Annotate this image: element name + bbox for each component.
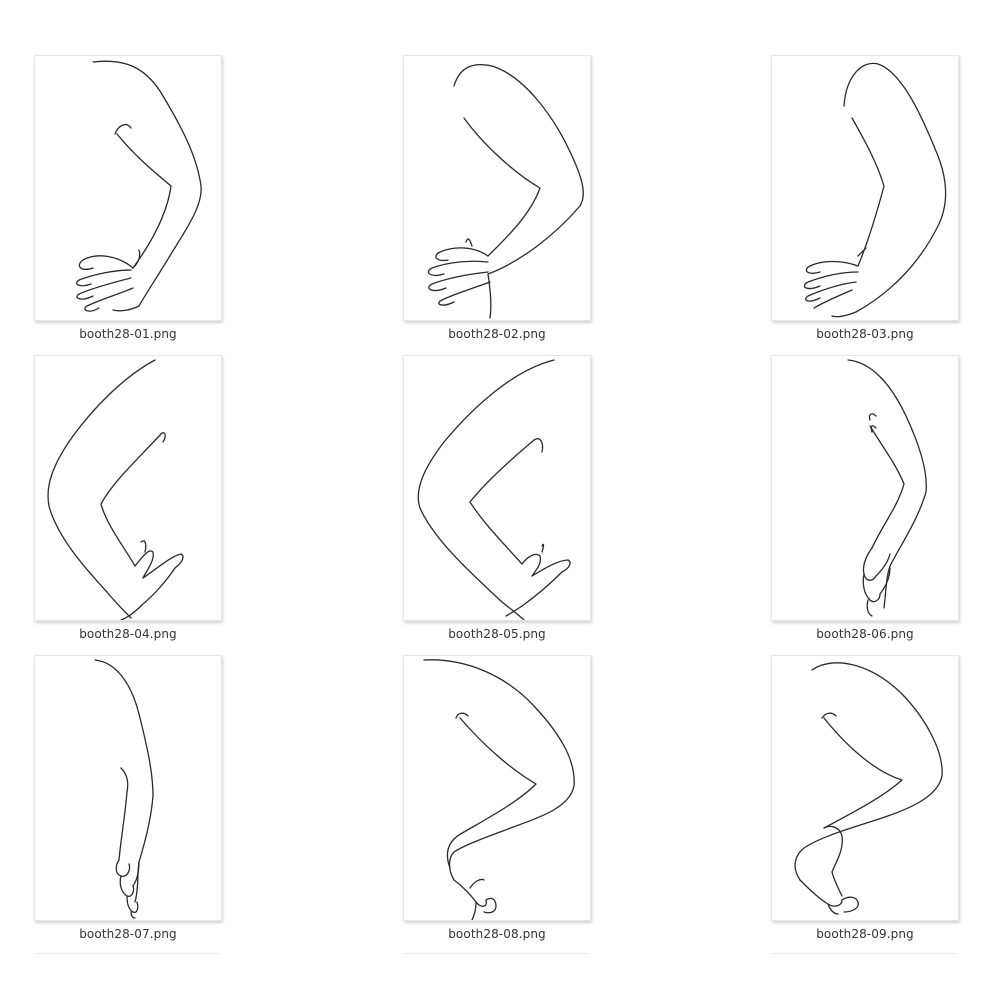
file-name-label: booth28-08.png: [448, 927, 546, 941]
file-item[interactable]: booth28-02.png: [403, 55, 591, 355]
arm-sketch: [76, 60, 202, 312]
image-thumbnail[interactable]: [771, 55, 959, 321]
image-thumbnail[interactable]: [34, 655, 222, 921]
file-item[interactable]: booth28-08.png: [403, 655, 591, 955]
file-name-label: booth28-05.png: [448, 627, 546, 641]
arm-sketch: [423, 659, 575, 920]
image-thumbnail[interactable]: [403, 55, 591, 321]
image-thumbnail[interactable]: [34, 55, 222, 321]
arm-sketch: [847, 359, 927, 617]
file-name-label: booth28-01.png: [79, 327, 177, 341]
file-item[interactable]: booth28-06.png: [771, 355, 959, 655]
arm-sketch: [427, 63, 584, 319]
file-name-label: booth28-02.png: [448, 327, 546, 341]
image-thumbnail[interactable]: [403, 355, 591, 621]
file-name-label: booth28-07.png: [79, 927, 177, 941]
file-item[interactable]: booth28-07.png: [34, 655, 222, 955]
arm-sketch: [47, 359, 184, 620]
file-name-label: booth28-09.png: [816, 927, 914, 941]
file-item[interactable]: booth28-01.png: [34, 55, 222, 355]
row-divider: [34, 953, 220, 954]
row-divider: [771, 953, 957, 954]
file-item[interactable]: booth28-04.png: [34, 355, 222, 655]
row-divider: [403, 953, 589, 954]
file-name-label: booth28-03.png: [816, 327, 914, 341]
image-thumbnail[interactable]: [771, 655, 959, 921]
file-item[interactable]: booth28-09.png: [771, 655, 959, 955]
arm-sketch: [417, 359, 571, 620]
image-thumbnail[interactable]: [771, 355, 959, 621]
image-thumbnail[interactable]: [34, 355, 222, 621]
arm-sketch: [94, 659, 154, 919]
file-item[interactable]: booth28-03.png: [771, 55, 959, 355]
image-thumbnail[interactable]: [403, 655, 591, 921]
file-item[interactable]: booth28-05.png: [403, 355, 591, 655]
arm-sketch: [794, 662, 943, 915]
file-name-label: booth28-06.png: [816, 627, 914, 641]
arm-sketch: [803, 62, 947, 318]
file-name-label: booth28-04.png: [79, 627, 177, 641]
